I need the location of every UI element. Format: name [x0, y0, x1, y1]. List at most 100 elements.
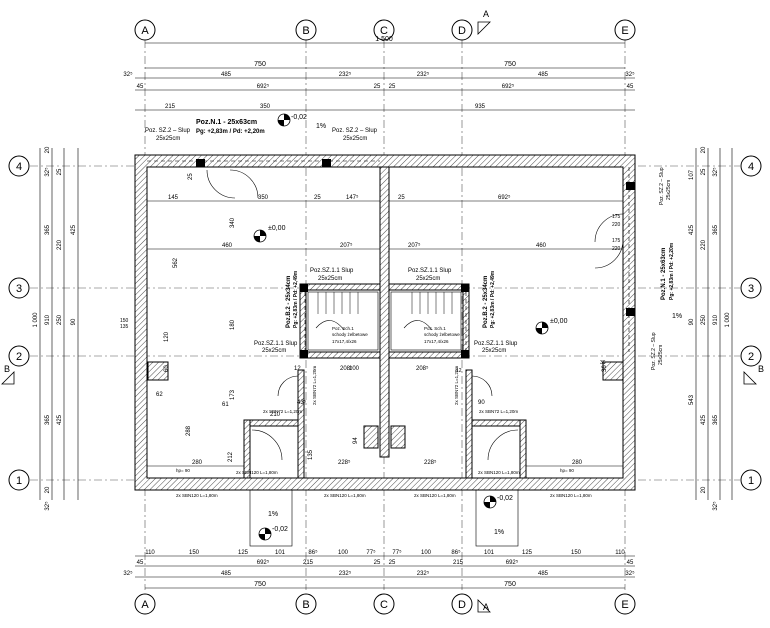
stair-right-steps: 17x17,4/x26: [424, 339, 449, 344]
idim-5: 25: [398, 195, 405, 201]
column-label-5-size: 25x25cm: [262, 348, 286, 354]
column-label-4-name: Poz.SZ.1.1 Slup: [408, 268, 452, 274]
beam-n1-right-detail: Pg: +2,83m / Pd: +2,20m: [669, 242, 675, 300]
axis-label-1-right: 1: [748, 475, 754, 487]
idim-7: 562: [173, 257, 179, 268]
column-sz11-2: [461, 284, 469, 292]
stair-wall-right-bottom: [388, 351, 470, 359]
column-label-8-name: Poz. SZ.2 – Slup: [651, 332, 657, 370]
column-sz2-3: [626, 182, 635, 190]
axis-label-c-top: C: [380, 25, 388, 37]
column-sz2-2: [322, 159, 331, 167]
dim-left-11: 365: [45, 414, 51, 425]
column-label-4-size: 25x25cm: [416, 276, 440, 282]
axis-label-3-left: 3: [16, 283, 22, 295]
dim-bot-r1-3: 125: [238, 550, 249, 556]
extra-label-4: 220: [612, 222, 621, 228]
dim-bot-r2-4: 25: [374, 560, 381, 566]
dim-right-10: 250: [701, 314, 707, 325]
level-2-value: ±0,00: [550, 318, 568, 325]
column-label-2-name: Poz. SZ.2 – Slup: [332, 128, 378, 134]
dim-top-r4-3: 25: [374, 84, 381, 90]
dim-right-5: 220: [701, 239, 707, 250]
extra-label-8: 12: [456, 368, 462, 374]
column-label-6-size: 25x25cm: [482, 348, 506, 354]
dim-bot-r1-6: 100: [338, 550, 349, 556]
column-label-3-size: 25x25cm: [318, 276, 342, 282]
idim-15: 288: [186, 425, 192, 436]
dim-bot-r2-2: 692⁵: [257, 559, 270, 566]
dim-right-3: 25: [701, 168, 707, 175]
level-marker-2: ±0,00: [535, 318, 568, 335]
idim-11: 207⁵: [408, 242, 421, 249]
dim-top-r3-6: 32⁵: [625, 71, 635, 78]
dim-right-8: 1 000: [725, 312, 731, 328]
sill-height-2: hp= 90: [560, 468, 574, 473]
dim-right-7: 365: [713, 224, 719, 235]
slope-4: 1%: [494, 529, 504, 536]
dim-bot-r2-8: 45: [627, 560, 634, 566]
beam-n1-right-name: Poz.N.1 - 25x63cm: [661, 248, 667, 300]
slope-2: 1%: [672, 313, 682, 320]
dim-bot-r2-1: 45: [137, 560, 144, 566]
dimensions-bottom: 110 150 125 101 86⁵ 100 77⁵ 77⁵ 100 86⁵ …: [123, 549, 635, 589]
idim-8: 340: [230, 217, 236, 228]
idim-14: 173: [230, 389, 236, 400]
extra-label-7: 36: [600, 360, 606, 366]
beam-b2-right-detail: Pg: +2,83m / Pd: +2,49m: [490, 270, 496, 328]
axis-label-c-bottom: C: [380, 599, 388, 611]
dim-left-12: 425: [57, 414, 63, 425]
dim-left-10: 90: [71, 318, 77, 325]
dim-top-r3-5: 485: [538, 72, 549, 78]
dim-top-r4-1: 45: [137, 84, 144, 90]
dim-bot-r2-3: 215: [303, 560, 314, 566]
dim-half-right: 750: [504, 61, 516, 68]
dimensions-top: 1 500 750 750 32⁵ 485 232⁵ 232⁵ 485 32⁵ …: [123, 36, 635, 111]
lintel-6: 2x SBN72 L=1,20m: [479, 409, 518, 414]
dim-top-r4-4: 25: [389, 84, 396, 90]
wc-wall-right: [465, 369, 473, 479]
lintel-7: 2x SBN72 L=1,20m: [312, 366, 317, 405]
axis-label-e-top: E: [621, 25, 628, 37]
idim-17: 228⁵: [338, 459, 351, 466]
dim-top-r3-1: 32⁵: [123, 71, 133, 78]
idim-9: 460: [222, 243, 233, 249]
idim-25: 62: [156, 392, 163, 398]
level-markers: ±0,00 ±0,00 -0,02 -0,02 -0,02: [253, 113, 568, 541]
dim-bot-r3-3: 232⁵: [339, 570, 352, 577]
chimney-center-right: [390, 425, 406, 449]
dim-bot-r1-12: 125: [522, 550, 533, 556]
stairs: Poz. Sch.1 schody żelbetowe 17x17,4/x26 …: [307, 291, 462, 351]
column-label-5-name: Poz.SZ.1.1 Slup: [254, 341, 298, 347]
dim-right-9: 910: [713, 314, 719, 325]
section-mark-b-right: B: [758, 364, 764, 374]
dim-right-14: 543: [689, 394, 695, 405]
axis-bubbles-top: A B C D E: [134, 19, 636, 41]
column-label-7-size: 25x25cm: [666, 180, 672, 200]
stair-wall-left-top: [299, 283, 381, 291]
stair-wall-right-top: [388, 283, 470, 291]
beam-b2-right-name: Poz.B.2 - 25x34cm: [483, 276, 489, 328]
dim-bot-r1-10: 86⁵: [451, 549, 461, 556]
idim-3: 25: [314, 195, 321, 201]
dim-bot-r1-14: 110: [615, 550, 625, 556]
column-labels: Poz. SZ.2 – Slup 25x25cm Poz. SZ.2 – Slu…: [145, 128, 672, 370]
idim-32: 208⁵: [416, 365, 429, 372]
axis-label-d-bottom: D: [458, 599, 466, 611]
level-marker-1: ±0,00: [253, 225, 286, 243]
column-sz11-1: [300, 284, 308, 292]
lintel-8: 2x SBN72 L=1,20m: [454, 366, 459, 405]
dim-top-r4-2: 692⁵: [257, 83, 270, 90]
dim-bot-r3-5: 485: [538, 571, 549, 577]
beam-b2-left-detail: Pg: +2,83m / Pd: +2,49m: [293, 270, 299, 328]
idim-30: 100: [349, 366, 360, 372]
dim-top-r5-2: 350: [260, 104, 271, 110]
dim-left-9: 250: [57, 314, 63, 325]
dim-bot-r2-7: 692⁵: [506, 559, 519, 566]
extra-labels: 150 135 175 220 175 220 36 12: [120, 214, 621, 374]
dim-right-2: 32⁵: [712, 167, 719, 177]
idim-1: 145: [168, 195, 179, 201]
column-label-1-size: 25x25cm: [156, 136, 180, 142]
column-sz2-4: [626, 308, 635, 316]
